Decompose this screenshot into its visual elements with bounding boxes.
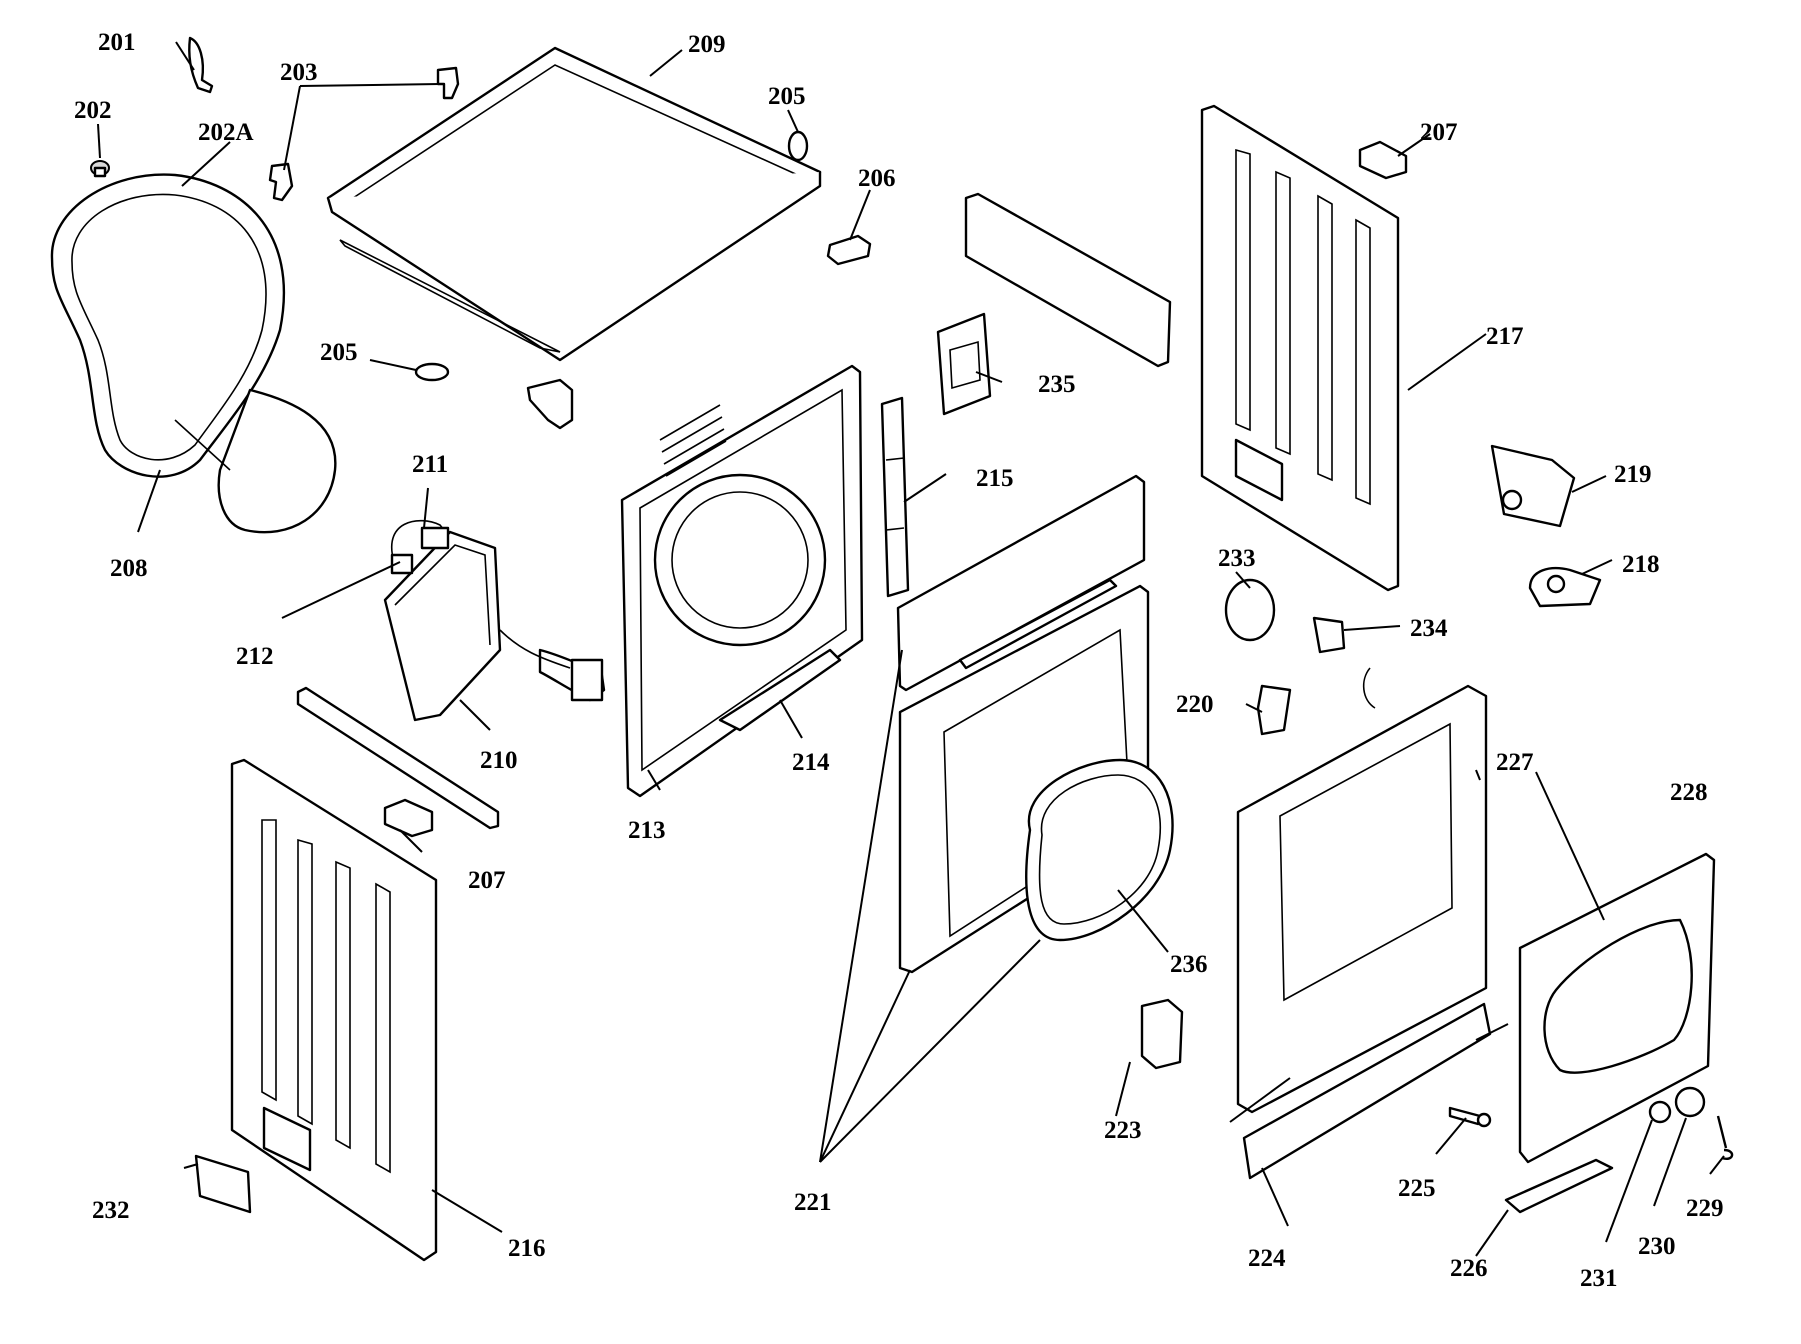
callout-215: 215 (976, 465, 1014, 492)
part-218-plate (1528, 566, 1602, 608)
part-205-foot-upper (787, 130, 809, 162)
part-207-rail-left (296, 686, 500, 830)
callout-227: 227 (1496, 749, 1534, 776)
part-208-rear-shield (50, 173, 337, 534)
callout-229: 229 (1686, 1195, 1724, 1222)
callout-212: 212 (236, 643, 274, 670)
part-231-cap (1648, 1100, 1672, 1124)
part-217-side-panel-right (1200, 104, 1400, 592)
callout-203: 203 (280, 59, 318, 86)
callout-224: 224 (1248, 1245, 1286, 1272)
callout-234: 234 (1410, 615, 1448, 642)
callout-207-left: 207 (468, 867, 506, 894)
callout-214: 214 (792, 749, 830, 776)
callout-231: 231 (1580, 1265, 1618, 1292)
part-214-duct-strip (718, 648, 842, 732)
callout-209: 209 (688, 31, 726, 58)
part-228-door-frame (1518, 852, 1716, 1164)
callout-208: 208 (110, 555, 148, 582)
part-235-card (936, 312, 992, 416)
part-210-control-module (383, 519, 606, 722)
part-230-button (1674, 1086, 1706, 1118)
part-202-screw (90, 160, 110, 178)
callout-226: 226 (1450, 1255, 1488, 1282)
callout-202A: 202A (198, 119, 254, 146)
callout-223: 223 (1104, 1117, 1142, 1144)
upper-cross-rail (964, 192, 1172, 368)
callout-225: 225 (1398, 1175, 1436, 1202)
part-233-lamp-cover (1224, 578, 1276, 642)
part-207-block-left (383, 798, 434, 838)
callout-210: 210 (480, 747, 518, 774)
callout-232: 232 (92, 1197, 130, 1224)
part-201-cable-strap (188, 36, 214, 94)
callout-213: 213 (628, 817, 666, 844)
part-219-bracket (1490, 444, 1576, 528)
part-216-side-panel-left (230, 758, 438, 1262)
callout-211: 211 (412, 451, 448, 478)
callout-220: 220 (1176, 691, 1214, 718)
callout-235: 235 (1038, 371, 1076, 398)
callout-216: 216 (508, 1235, 546, 1262)
part-215-front-bracket (880, 396, 910, 598)
callout-218: 218 (1622, 551, 1660, 578)
part-209-top-cover (326, 46, 822, 362)
callout-230: 230 (1638, 1233, 1676, 1260)
callout-233: 233 (1218, 545, 1256, 572)
part-234-lamp-holder (1312, 616, 1376, 709)
part-206-hinge-clip (826, 234, 872, 266)
part-232-cover-plate (194, 1154, 252, 1214)
callout-219: 219 (1614, 461, 1652, 488)
part-225-screw (1448, 1106, 1492, 1128)
callout-205-upper: 205 (768, 83, 806, 110)
part-213-back-panel (620, 364, 864, 798)
callout-206: 206 (858, 165, 896, 192)
callout-205-lower: 205 (320, 339, 358, 366)
top-hinge-block (526, 378, 574, 430)
leader-lines (97, 41, 1725, 1257)
callout-labels: 201 202 202A 203 209 205 206 207 205 217… (74, 29, 1724, 1292)
callout-221: 221 (794, 1189, 832, 1216)
callout-236: 236 (1170, 951, 1208, 978)
part-205-foot-lower (414, 362, 450, 382)
part-220-knob (1256, 684, 1292, 736)
part-207-block-right (1358, 140, 1408, 180)
callout-202: 202 (74, 97, 112, 124)
callout-201: 201 (98, 29, 136, 56)
part-227-front-panel (1236, 684, 1488, 1114)
callout-217: 217 (1486, 323, 1524, 350)
callout-207-right: 207 (1420, 119, 1458, 146)
part-223-switch (1140, 998, 1184, 1070)
part-236-door-gasket (1025, 758, 1174, 942)
part-226-seal-strip (1504, 1158, 1614, 1214)
callout-228: 228 (1670, 779, 1708, 806)
part-229-pin (1716, 1115, 1734, 1160)
